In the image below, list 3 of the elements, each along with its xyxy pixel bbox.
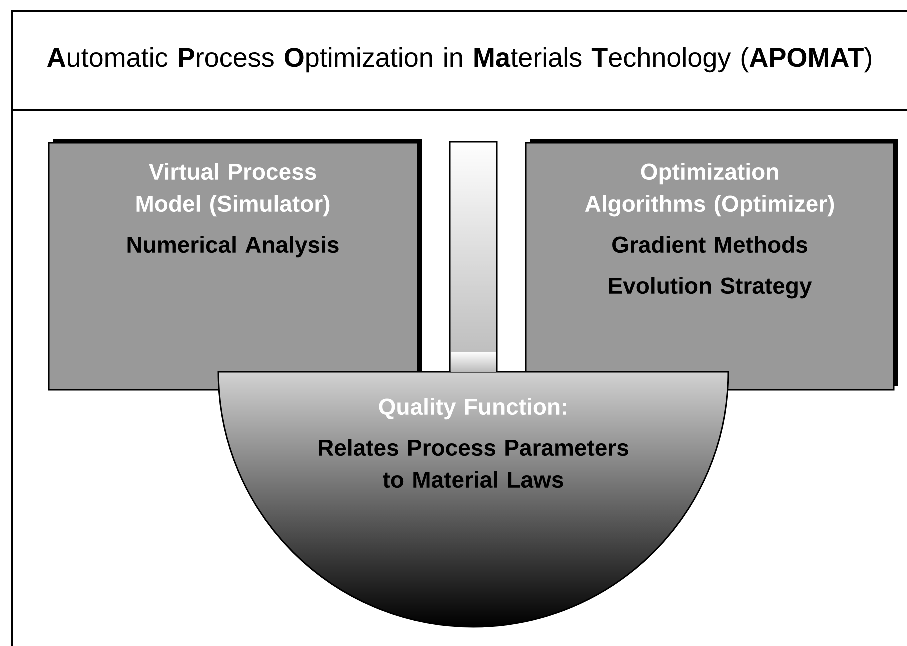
process-box: Virtual Process Model (Simulator) Numerical Analysis — [48, 139, 422, 391]
title: Automatic Process Optimization in Materials Technology (APOMAT) — [47, 47, 872, 73]
process-box: Optimization Algorithms (Optimizer) Gradient Methods Evolution Strategy — [525, 139, 898, 391]
